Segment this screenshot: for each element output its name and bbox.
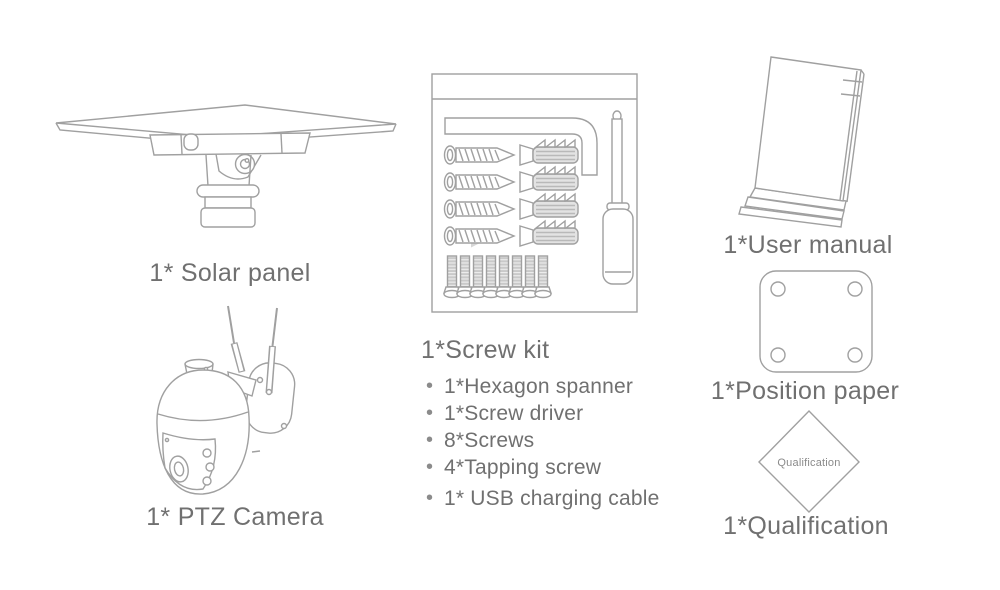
position-paper-label: 1*Position paper bbox=[710, 377, 900, 405]
ptz-camera-illustration bbox=[156, 305, 296, 495]
screw-kit-figure bbox=[428, 70, 642, 316]
screw-kit-item: 1*Hexagon spanner bbox=[425, 375, 660, 398]
user-manual-label: 1*User manual bbox=[723, 231, 893, 259]
screw-kit-contents-list: 1*Hexagon spanner 1*Screw driver 8*Screw… bbox=[425, 375, 660, 515]
qualification-label: 1*Qualification bbox=[723, 512, 889, 540]
screw-kit-title: 1*Screw kit bbox=[421, 336, 550, 364]
screw-kit-item: 8*Screws bbox=[425, 429, 660, 452]
screw-kit-item: 1* USB charging cable bbox=[425, 487, 660, 510]
solar-panel-figure bbox=[40, 95, 410, 235]
position-paper-illustration bbox=[759, 270, 873, 373]
screw-kit-item: 1*Screw driver bbox=[425, 402, 660, 425]
position-paper-figure bbox=[750, 265, 890, 377]
screw-kit-item: 4*Tapping screw bbox=[425, 456, 660, 479]
user-manual-figure bbox=[710, 45, 910, 240]
user-manual-illustration bbox=[738, 56, 865, 228]
screw-kit-illustration bbox=[431, 73, 638, 313]
qualification-illustration: Qualification bbox=[758, 410, 860, 513]
ptz-camera-label: 1* PTZ Camera bbox=[146, 503, 324, 531]
qualification-stamp-text: Qualification bbox=[777, 457, 840, 469]
kit-bag-outline bbox=[431, 73, 638, 313]
solar-panel-illustration bbox=[55, 104, 397, 228]
solar-panel-label: 1* Solar panel bbox=[149, 259, 311, 287]
screwdriver-icon bbox=[602, 110, 634, 285]
ptz-camera-figure bbox=[130, 300, 370, 550]
qualification-figure: Qualification bbox=[745, 405, 885, 517]
hexagon-spanner-icon bbox=[444, 117, 598, 176]
